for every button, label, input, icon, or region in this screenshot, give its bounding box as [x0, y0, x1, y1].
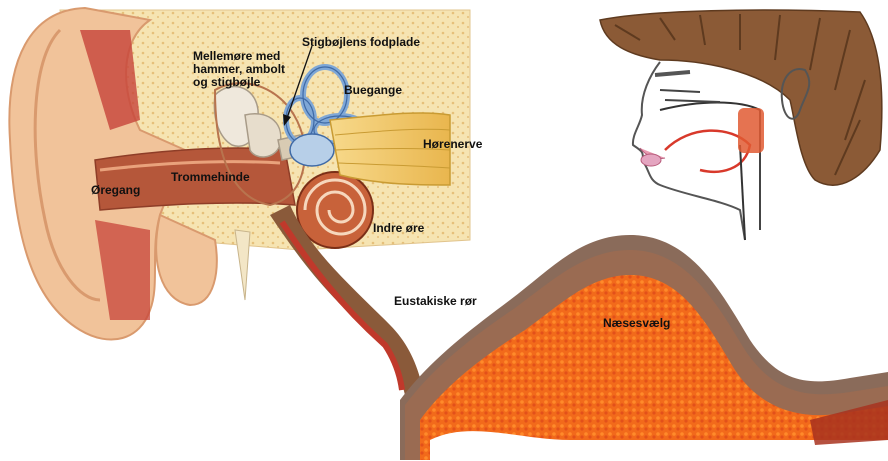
- label-semicircular-canals: Buegange: [344, 84, 402, 97]
- label-stapes-footplate: Stigbøjlens fodplade: [302, 36, 420, 49]
- adenoid: [738, 108, 764, 153]
- label-nasopharynx: Næsesvælg: [603, 317, 670, 330]
- label-middle-ear: Mellemøre med hammer, ambolt og stigbøjl…: [193, 50, 285, 89]
- head-sketch: [600, 10, 882, 240]
- label-ear-canal: Øregang: [91, 184, 140, 197]
- nasal-lines: [660, 90, 720, 102]
- label-auditory-nerve: Hørenerve: [423, 138, 482, 151]
- face-outline: [633, 62, 745, 240]
- lips: [641, 154, 661, 166]
- cochlea: [297, 172, 373, 248]
- vestibule: [290, 134, 334, 166]
- styloid: [235, 230, 250, 300]
- label-inner-ear: Indre øre: [373, 222, 424, 235]
- label-eardrum: Trommehinde: [171, 171, 250, 184]
- eyebrow: [655, 72, 690, 75]
- label-eustachian-tube: Eustakiske rør: [394, 295, 477, 308]
- tongue: [665, 131, 750, 172]
